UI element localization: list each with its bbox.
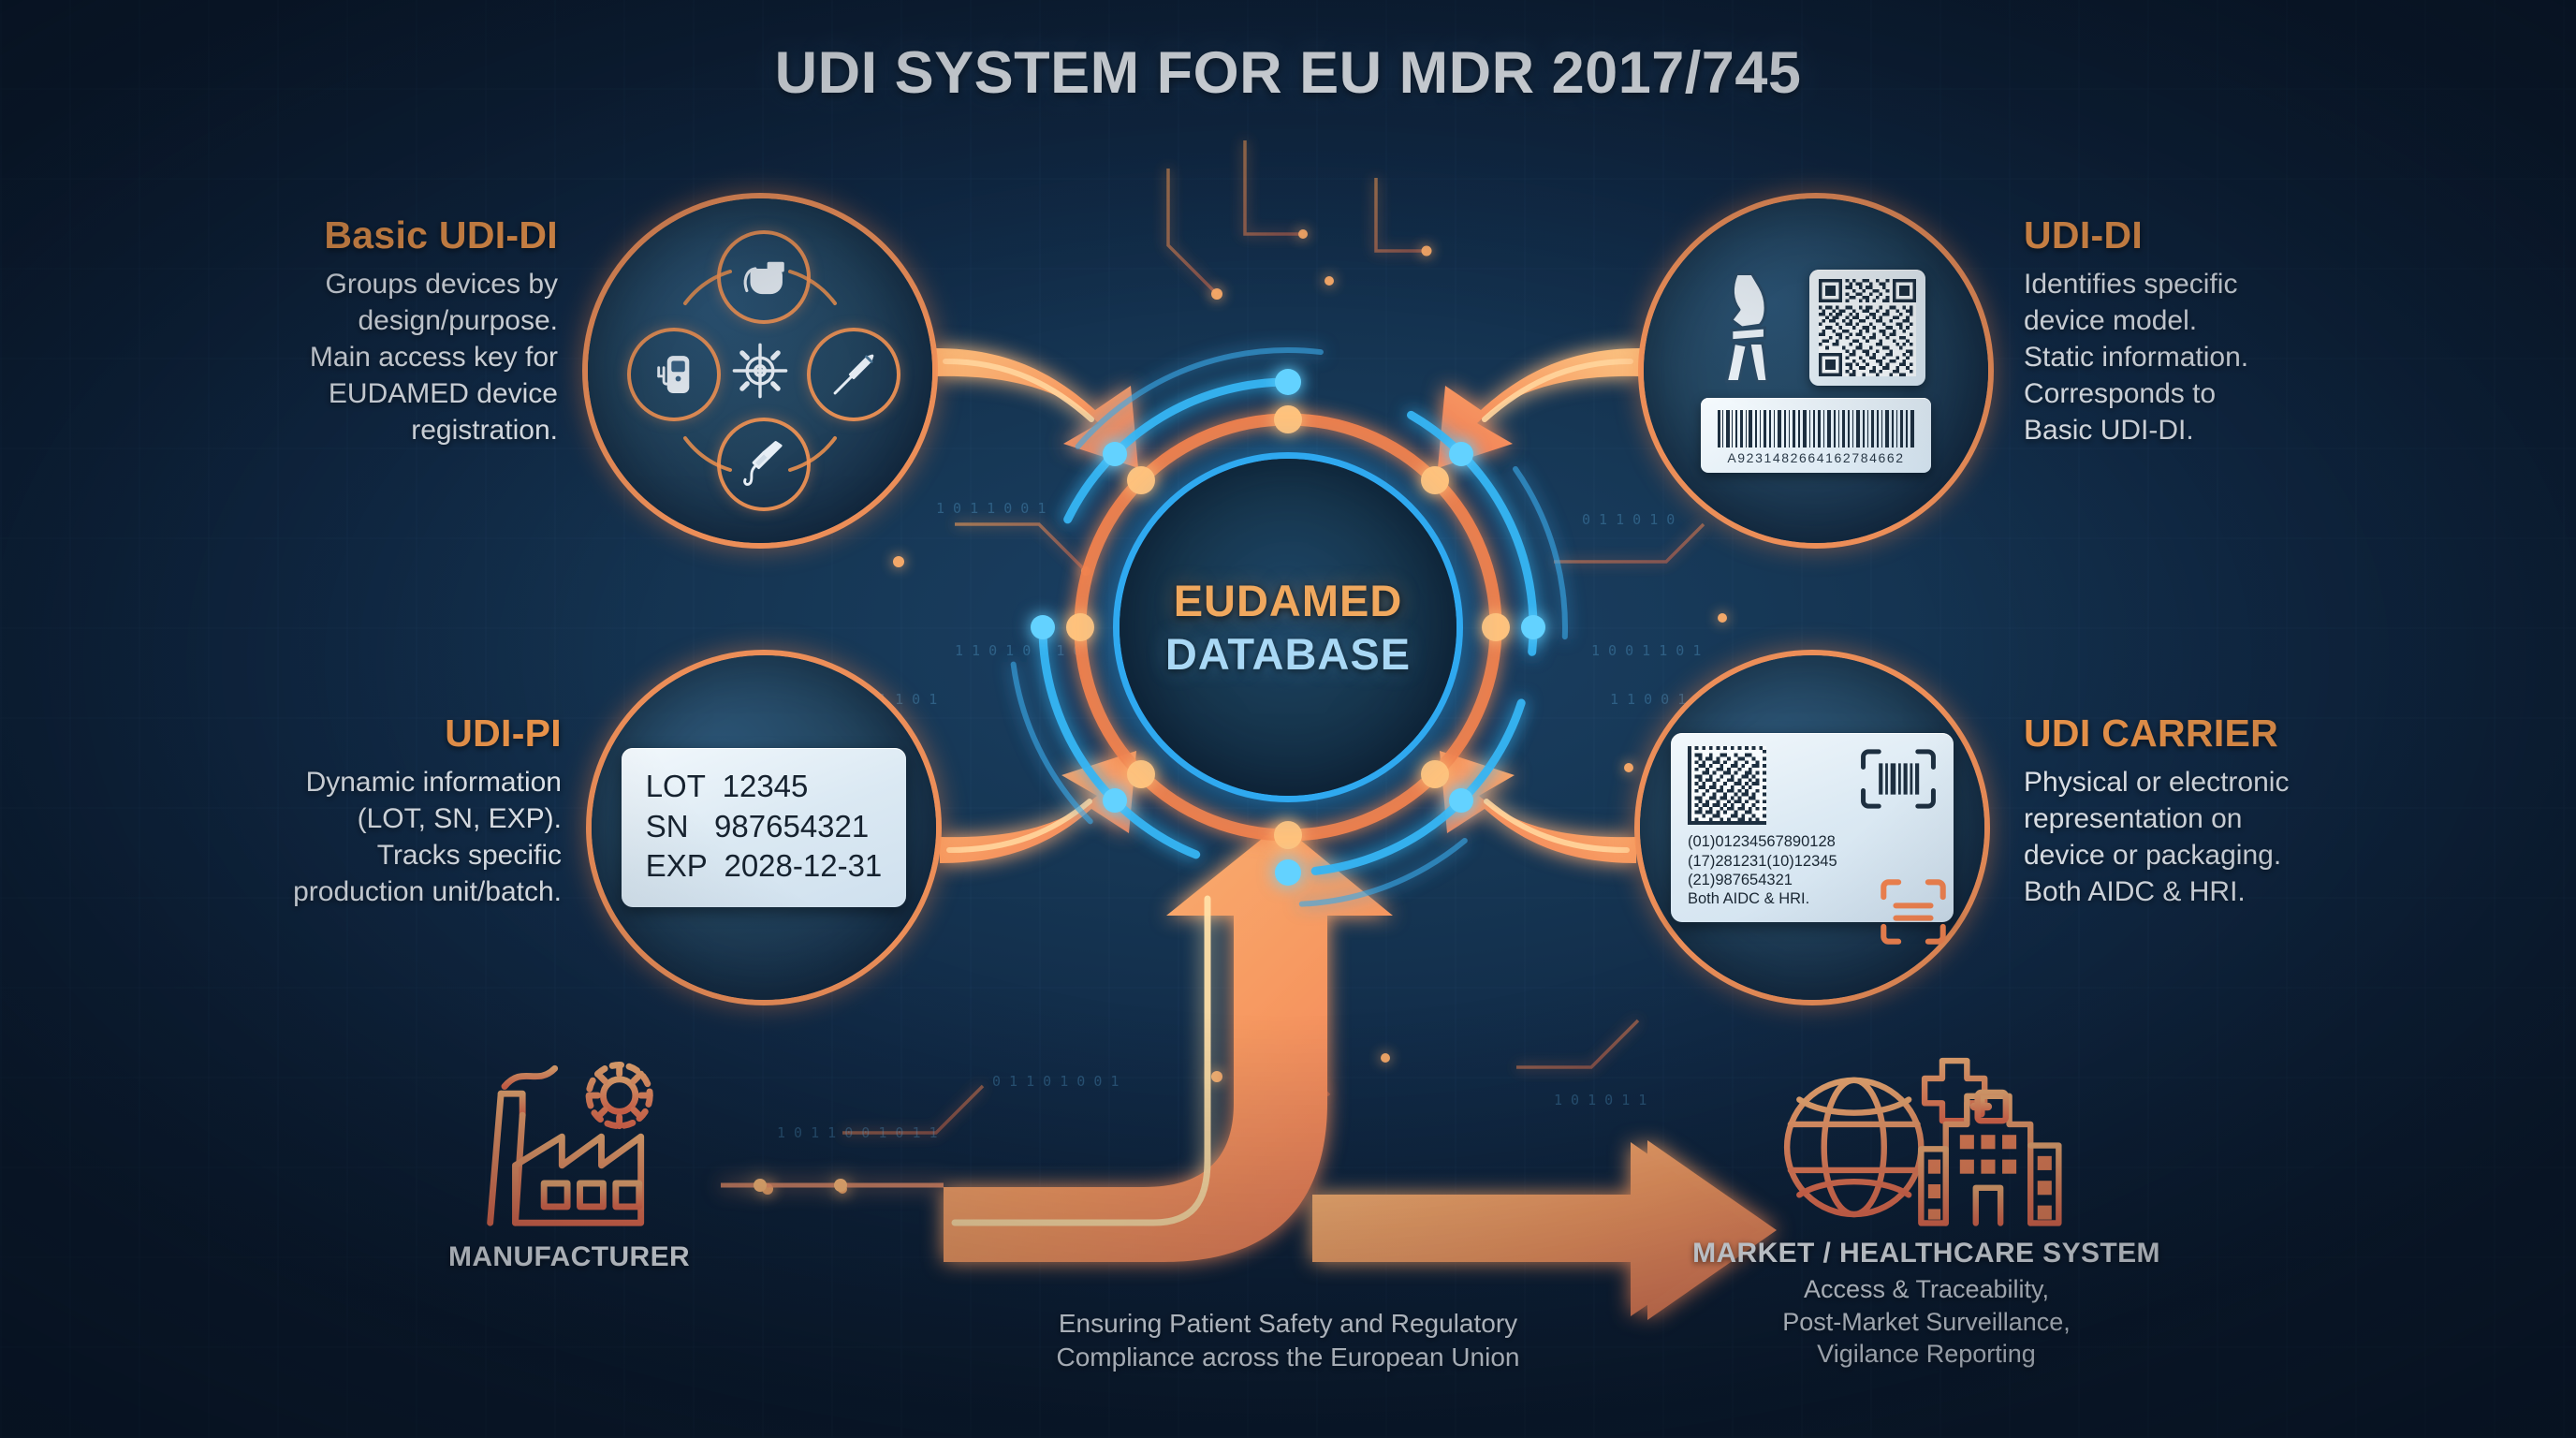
market-label: MARKET / HEALTHCARE SYSTEM (1692, 1238, 2160, 1269)
heading-udi-pi: UDI-PI (445, 712, 562, 755)
body-basic-udi-di: Groups devices by design/purpose. Main a… (230, 266, 558, 448)
body-line: Corresponds to (2024, 378, 2217, 409)
text-block-udi-di: UDI-DI Identifies specific device model.… (2024, 213, 2398, 448)
text-block-basic-udi-di: Basic UDI-DI Groups devices by design/pu… (230, 213, 558, 448)
body-line: registration. (411, 415, 558, 446)
body-udi-carrier: Physical or electronic representation on… (2024, 764, 2417, 910)
actor-market: MARKET / HEALTHCARE SYSTEM Access & Trac… (1636, 1047, 2217, 1371)
surgical-instrument-icon (807, 328, 900, 421)
udi-pi-label: LOT 12345 SN 987654321 EXP 2028-12-31 (621, 747, 907, 908)
circle-udi-carrier: (01)01234567890128 (17)281231(10)12345 (… (1634, 650, 1990, 1005)
footer-line: Ensuring Patient Safety and Regulatory (1058, 1309, 1518, 1338)
probe-cable-icon (717, 418, 811, 511)
eudamed-database-hub: EUDAMED DATABASE (1120, 459, 1456, 796)
knee-joint-icon (1724, 271, 1769, 384)
body-line: Dynamic information (305, 767, 562, 798)
actor-manufacturer: MANUFACTURER (373, 1047, 766, 1273)
qr-code-icon (1809, 270, 1925, 386)
svg-text:0 1 1 0 1 0 0 1: 0 1 1 0 1 0 0 1 (992, 1073, 1119, 1090)
arrow-udi-di-to-hub (1438, 348, 1640, 468)
gear-crosshair-icon (728, 339, 792, 403)
body-line: Physical or electronic (2024, 767, 2290, 798)
udi-carrier-label: (01)01234567890128 (17)281231(10)12345 (… (1671, 733, 1954, 945)
circle-basic-udi-di (582, 193, 938, 549)
arrow-udi-carrier-to-hub (1440, 751, 1636, 863)
market-sub-line: Vigilance Reporting (1817, 1340, 2036, 1369)
body-line: Both AIDC & HRI. (2024, 876, 2246, 907)
body-udi-pi: Dynamic information (LOT, SN, EXP). Trac… (215, 764, 562, 910)
pacemaker-icon (717, 230, 811, 324)
text-block-udi-carrier: UDI CARRIER Physical or electronic repre… (2024, 712, 2417, 910)
globe-hospital-icon (1636, 1047, 2217, 1230)
svg-text:1 1 0 1 0 1 1 0: 1 1 0 1 0 1 1 0 (955, 642, 1081, 659)
hub-line-2: DATABASE (1164, 629, 1412, 679)
arrow-udi-pi-to-hub (940, 751, 1136, 863)
body-line: Main access key for (309, 342, 558, 373)
body-line: device or packaging. (2024, 840, 2282, 871)
arrow-basic-udi-di-to-hub (936, 348, 1138, 468)
body-line: Tracks specific (376, 840, 562, 871)
barcode-digits: A9231482664162784662 (1727, 449, 1905, 465)
body-line: representation on (2024, 803, 2243, 834)
body-line: device model. (2024, 305, 2198, 336)
svg-text:1 0 1 1 0 0 1: 1 0 1 1 0 0 1 (936, 500, 1046, 517)
body-line: Basic UDI-DI. (2024, 415, 2194, 446)
market-sub-line: Access & Traceability, (1803, 1275, 2050, 1303)
heading-udi-carrier: UDI CARRIER (2024, 712, 2279, 755)
circle-udi-pi: LOT 12345 SN 987654321 EXP 2028-12-31 (586, 650, 942, 1005)
svg-text:1 0 0 1 1 0 1: 1 0 0 1 1 0 1 (1591, 642, 1701, 659)
market-sub-line: Post-Market Surveillance, (1782, 1307, 2071, 1336)
hub-line-1: EUDAMED (1173, 576, 1403, 625)
manufacturer-label: MANUFACTURER (447, 1241, 691, 1272)
body-udi-di: Identifies specific device model. Static… (2024, 266, 2398, 448)
svg-text:1 1 0 0 1 0: 1 1 0 0 1 0 (1610, 691, 1703, 708)
svg-text:1 0 1 0 1 1: 1 0 1 0 1 1 (1554, 1092, 1647, 1108)
handheld-monitor-icon (627, 328, 721, 421)
svg-text:1 0 1 1 0 0 1 0 1 1: 1 0 1 1 0 0 1 0 1 1 (777, 1124, 938, 1141)
scan-frame-icon (1881, 879, 1946, 945)
barcode-icon: A9231482664162784662 (1701, 398, 1931, 473)
footer-line: Compliance across the European Union (1056, 1343, 1520, 1372)
body-line: (LOT, SN, EXP). (357, 803, 562, 834)
body-line: production unit/batch. (293, 876, 562, 907)
factory-gear-icon (373, 1047, 766, 1234)
text-block-udi-pi: UDI-PI Dynamic information (LOT, SN, EXP… (215, 712, 562, 910)
body-line: Groups devices by (325, 269, 558, 300)
svg-text:0 1 1 0 1 0: 0 1 1 0 1 0 (1582, 511, 1675, 528)
body-line: Identifies specific (2024, 269, 2238, 300)
market-sublabel: Access & Traceability, Post-Market Surve… (1636, 1273, 2217, 1371)
page-title: UDI SYSTEM FOR EU MDR 2017/745 (774, 40, 1802, 106)
circle-udi-di: A9231482664162784662 (1638, 193, 1994, 549)
barcode-scan-icon (1861, 749, 1936, 809)
heading-udi-di: UDI-DI (2024, 213, 2144, 257)
footer-caption: Ensuring Patient Safety and Regulatory C… (979, 1307, 1597, 1375)
datamatrix-icon (1688, 746, 1766, 826)
heading-basic-udi-di: Basic UDI-DI (324, 213, 558, 257)
body-line: EUDAMED device (328, 378, 558, 409)
body-line: design/purpose. (358, 305, 559, 336)
body-line: Static information. (2024, 342, 2249, 373)
device-icon-cluster (620, 230, 900, 511)
